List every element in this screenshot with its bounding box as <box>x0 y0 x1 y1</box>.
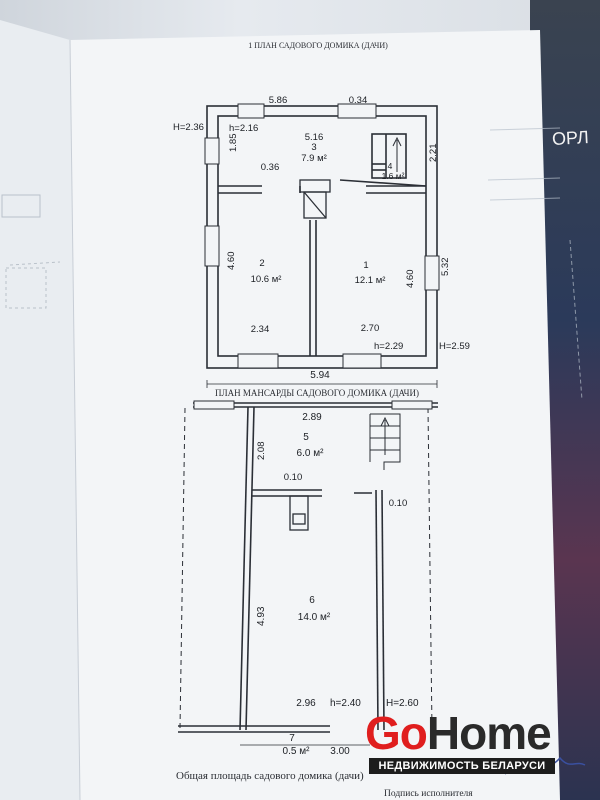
f1-room1-num: 1 <box>363 260 368 271</box>
f1-total-width: 5.94 <box>310 370 330 381</box>
f1-room2-area: 10.6 м² <box>251 274 282 285</box>
left-sheet <box>0 20 80 800</box>
logo-tagline: НЕДВИЖИМОСТЬ БЕЛАРУСИ <box>369 758 555 774</box>
attic-h-outer: H=2.60 <box>386 698 419 709</box>
f1-dim-top-width: 5.86 <box>269 95 288 106</box>
f1-room3-num: 3 <box>311 142 316 153</box>
f1-h-left: H=2.36 <box>173 122 204 133</box>
attic-room6-num: 6 <box>309 595 315 606</box>
floor1-windows <box>204 103 440 369</box>
f1-dim-top-small: 0.34 <box>349 95 368 106</box>
floor1-dim-lines <box>206 380 438 388</box>
attic-partition-left: 0.10 <box>284 472 303 483</box>
attic-left-208: 2.08 <box>256 442 267 461</box>
attic-title: ПЛАН МАНСАРДЫ САДОВОГО ДОМИКА (ДАЧИ) <box>215 388 419 398</box>
f1-room2-width: 2.34 <box>251 324 270 335</box>
gohome-logo: GoHome НЕДВИЖИМОСТЬ БЕЛАРУСИ <box>365 706 560 776</box>
attic-top-width: 2.89 <box>302 412 322 423</box>
f1-dim-right-221: 2.21 <box>428 144 439 163</box>
footer-signature: Подпись исполнителя <box>384 789 473 799</box>
f1-h-inner: h=2.16 <box>229 123 258 134</box>
f1-room2-num: 2 <box>259 258 264 269</box>
attic-bottom-total: 3.00 <box>330 746 350 757</box>
f1-h-outer-right: H=2.59 <box>439 341 470 352</box>
floor1-stair-arrow <box>392 136 402 172</box>
floor1-title: 1 ПЛАН САДОВОГО ДОМИКА (ДАЧИ) <box>248 41 388 50</box>
attic-room7-area: 0.5 м² <box>283 746 311 757</box>
f1-right-total: 5.32 <box>440 258 451 277</box>
attic-chimney <box>289 495 309 531</box>
attic-room6-height: 4.93 <box>256 606 267 626</box>
attic-room6-area: 14.0 м² <box>298 612 331 623</box>
f1-room4-area: 1.6 м² <box>382 171 405 181</box>
f1-room3-dim: 5.16 <box>305 132 324 143</box>
attic-partition-right: 0.10 <box>389 498 408 509</box>
f1-room2-height: 4.60 <box>226 252 237 271</box>
attic-room5-area: 6.0 м² <box>297 448 325 459</box>
logo-go: Go <box>365 707 428 759</box>
f1-h-inner-right: h=2.29 <box>374 341 403 352</box>
footer-total-area: Общая площадь садового домика (дачи) <box>176 770 364 782</box>
left-sheet-sketch <box>1 194 61 309</box>
f1-room1-width: 2.70 <box>361 323 380 334</box>
logo-wordmark: GoHome <box>365 706 552 760</box>
attic-windows <box>193 400 433 410</box>
logo-home: Home <box>426 707 552 759</box>
floor1-stove <box>299 179 331 219</box>
attic-stairs <box>369 413 401 470</box>
attic-bottom-width: 2.96 <box>296 698 316 709</box>
f1-room1-area: 12.1 м² <box>355 275 386 286</box>
right-ghost-lines <box>487 127 583 401</box>
attic-room7-num: 7 <box>289 733 295 744</box>
f1-room3-area: 7.9 м² <box>301 153 327 164</box>
f1-room1-height: 4.60 <box>405 270 416 289</box>
f1-room4-num: 4 <box>388 161 393 171</box>
attic-room5-num: 5 <box>303 432 309 443</box>
f1-dim-left-185: 1.85 <box>228 134 239 153</box>
attic-h-inner: h=2.40 <box>330 698 361 709</box>
f1-partition-036: 0.36 <box>261 162 280 173</box>
